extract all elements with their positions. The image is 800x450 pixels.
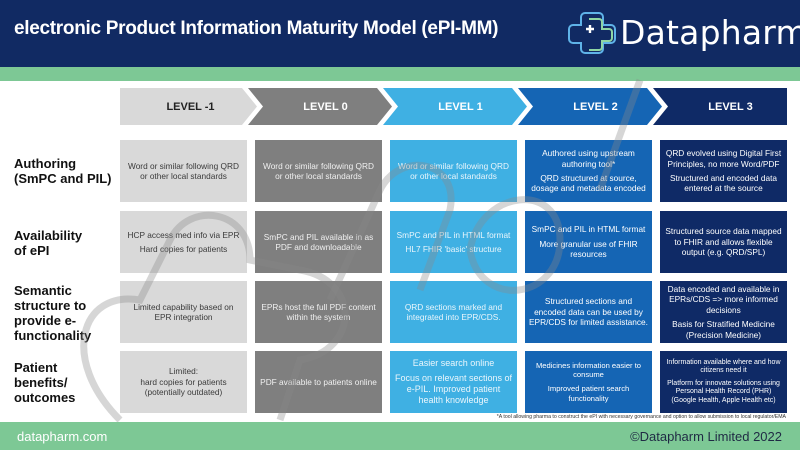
cell-availability-level-0: SmPC and PIL available in as PDF and dow… (255, 211, 382, 273)
cell-semantic-level-minus1: Limited capability based on EPR integrat… (120, 281, 247, 343)
level-3-arrow (653, 88, 787, 125)
header-bar: electronic Product Information Maturity … (0, 0, 800, 67)
cell-authoring-level-1: Word or similar following QRD or other l… (390, 140, 517, 202)
level-2-arrow (518, 88, 662, 125)
maturity-levels-arrows (120, 88, 787, 125)
level-0-label: LEVEL 0 (303, 100, 348, 113)
cell-authoring-level-3: QRD evolved using Digital First Principl… (660, 140, 787, 202)
cell-patient-level-3: Information available where and how citi… (660, 351, 787, 413)
copyright-text: ©Datapharm Limited 2022 (630, 429, 782, 444)
datapharm-logo: Datapharm (568, 9, 800, 55)
level-minus1-arrow (120, 88, 257, 125)
website-link[interactable]: datapharm.com (17, 429, 108, 444)
cell-semantic-level-0: EPRs host the full PDF content within th… (255, 281, 382, 343)
cell-patient-level-0: PDF available to patients online (255, 351, 382, 413)
level-0-arrow (248, 88, 392, 125)
cell-authoring-level-2: Authored using upstream authoring tool*Q… (525, 140, 652, 202)
cell-patient-level-minus1: Limited:hard copies for patients (potent… (120, 351, 247, 413)
cell-semantic-level-2: Structured sections and encoded data can… (525, 281, 652, 343)
accent-bar (0, 67, 800, 81)
cell-authoring-level-0: Word or similar following QRD or other l… (255, 140, 382, 202)
level-3-label: LEVEL 3 (708, 100, 753, 113)
cell-authoring-level-minus1: Word or similar following QRD or other l… (120, 140, 247, 202)
level-1-arrow (383, 88, 527, 125)
footer-bar: datapharm.com ©Datapharm Limited 2022 (0, 422, 800, 450)
page-title: electronic Product Information Maturity … (14, 18, 499, 39)
footnote: *A tool allowing pharma to construct the… (496, 414, 786, 420)
level-1-label: LEVEL 1 (438, 100, 483, 113)
level-minus1-label: LEVEL -1 (166, 100, 215, 113)
level-2-label: LEVEL 2 (573, 100, 618, 113)
medical-cross-logo-icon (568, 12, 616, 54)
logo-text: Datapharm (620, 12, 800, 52)
row-label-authoring: Authoring(SmPC and PIL) (14, 156, 112, 186)
cell-availability-level-3: Structured source data mapped to FHIR an… (660, 211, 787, 273)
cell-semantic-level-3: Data encoded and available in EPRs/CDS =… (660, 281, 787, 343)
cell-semantic-level-1: QRD sections marked and integrated into … (390, 281, 517, 343)
